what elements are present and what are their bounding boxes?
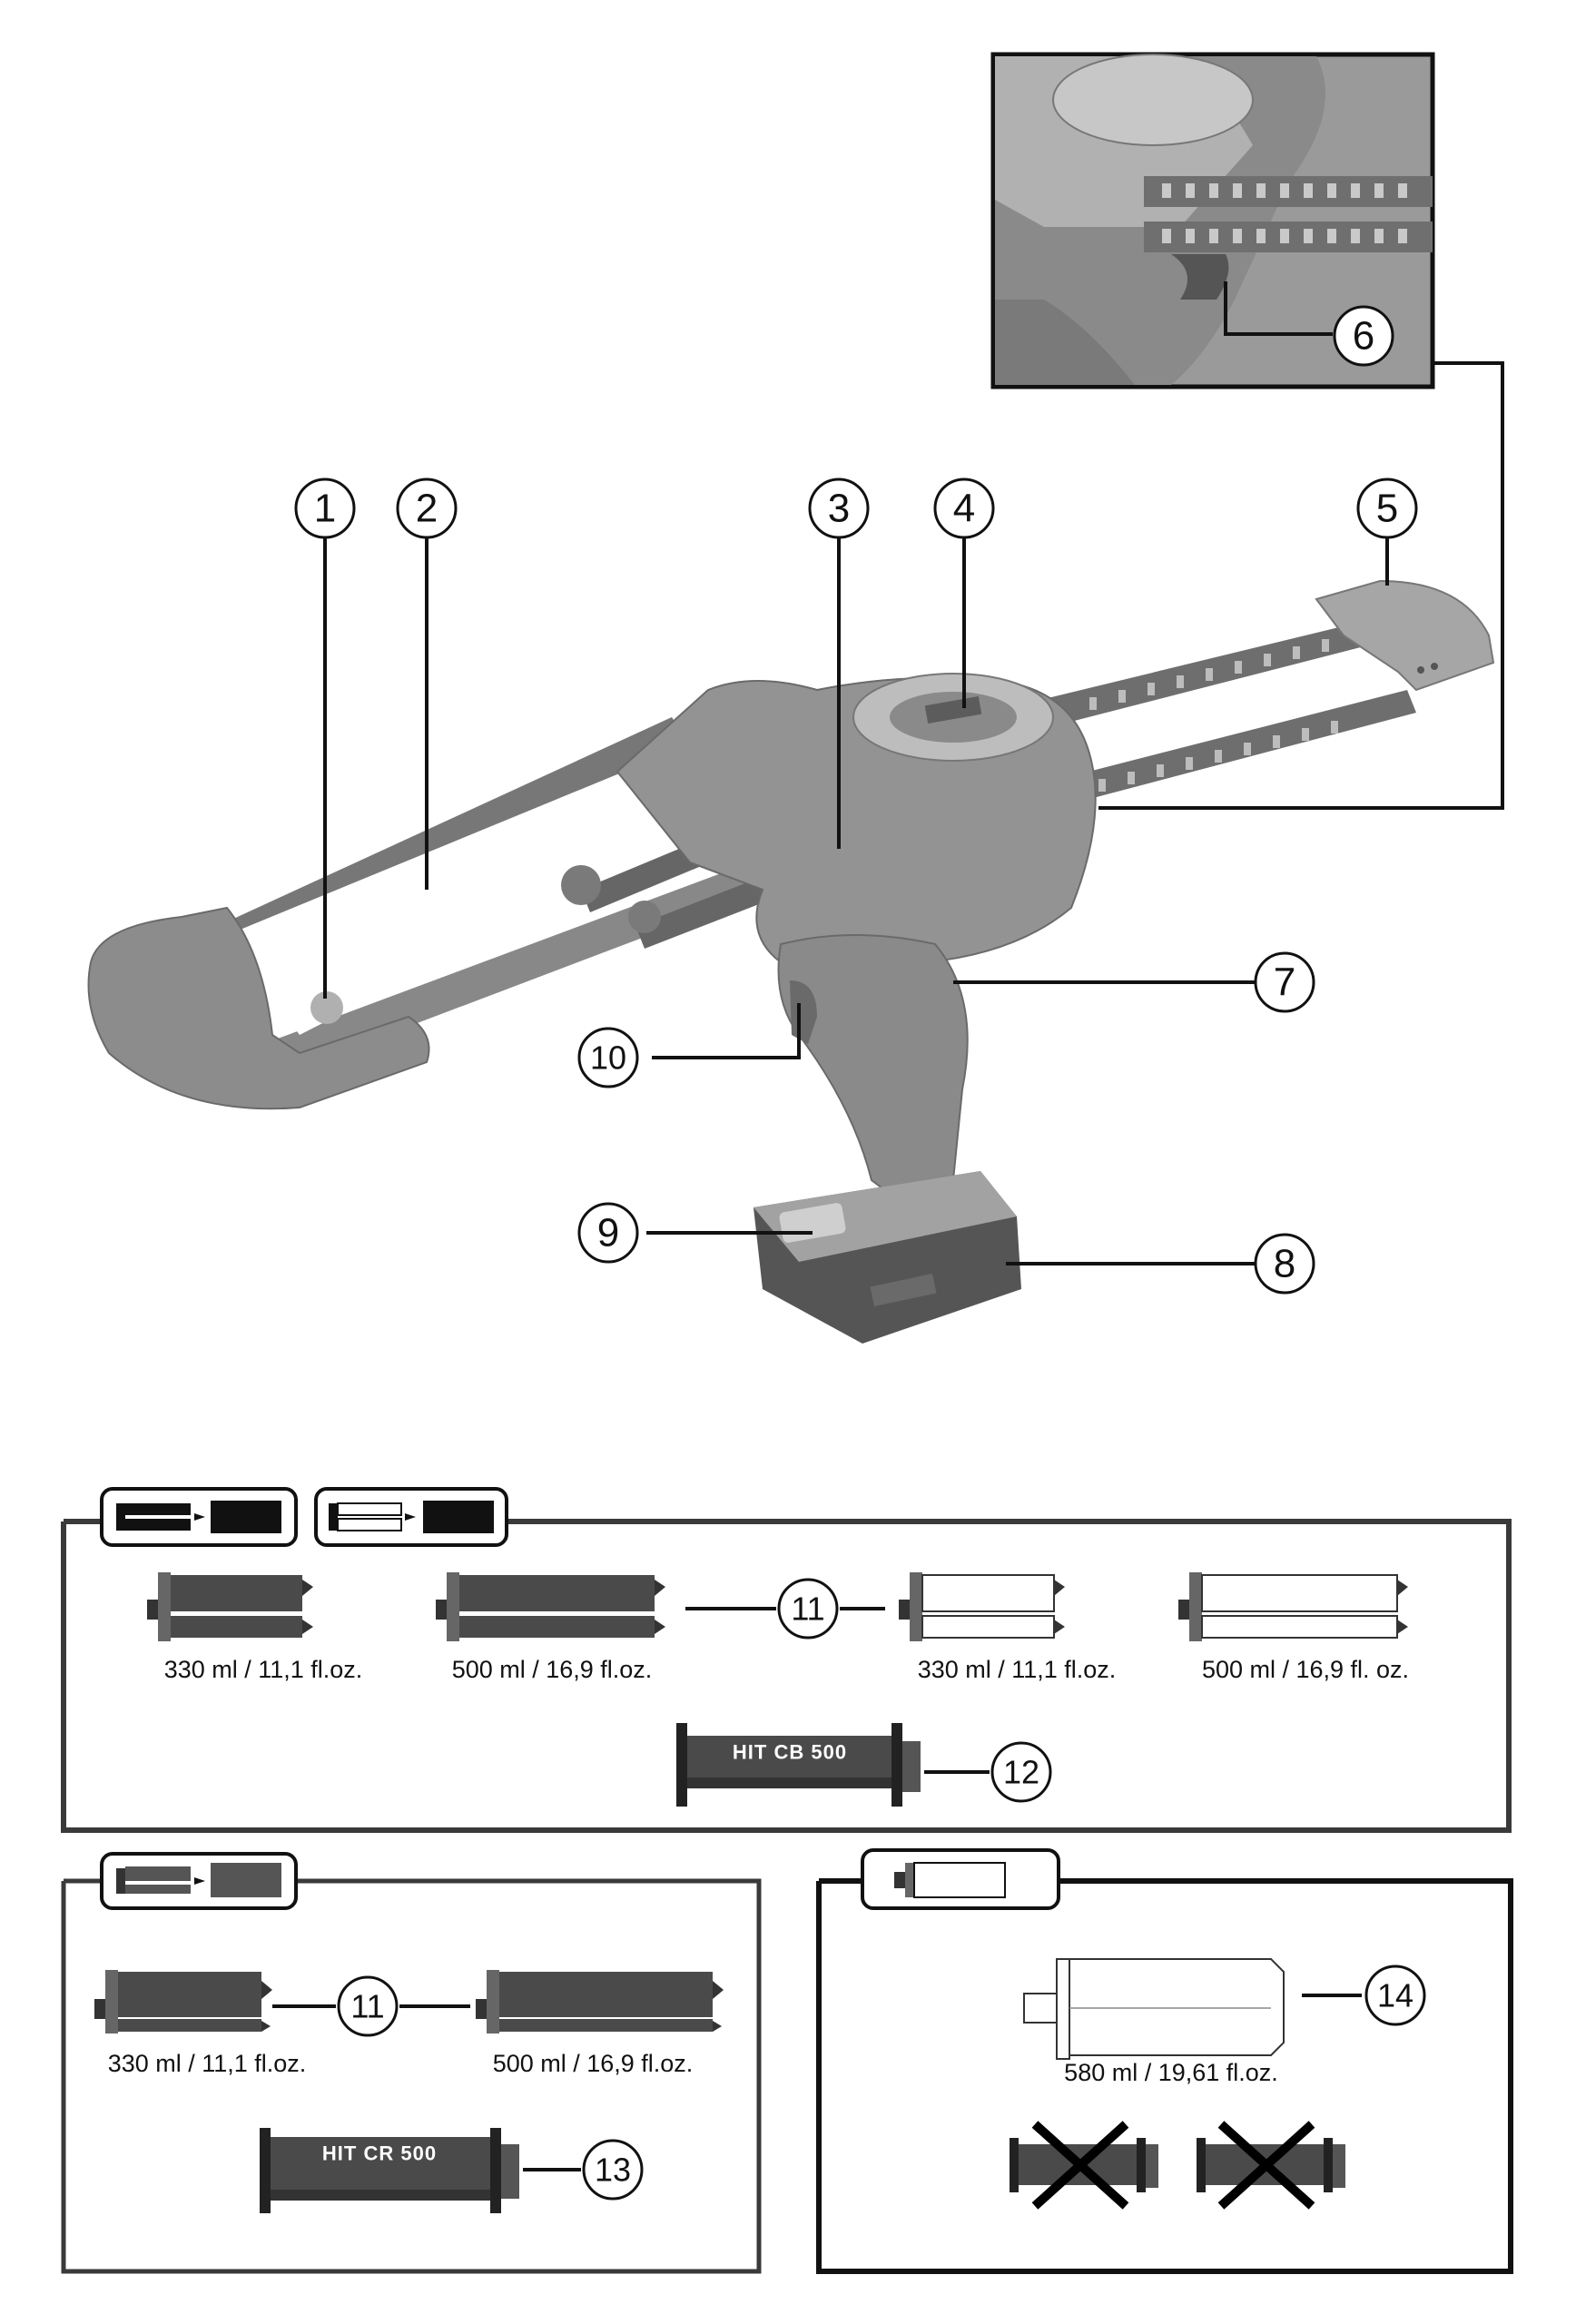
- callout-4: 4: [933, 478, 995, 539]
- svg-text:1: 1: [314, 487, 336, 531]
- callout-9: 9: [577, 1202, 639, 1264]
- svg-text:14: 14: [1377, 1977, 1413, 2014]
- cartridge-light-330: [899, 1572, 1065, 1641]
- callout-11-bottom: 11: [337, 1975, 399, 2037]
- callout-1: 1: [294, 478, 356, 539]
- callout-10: 10: [577, 1027, 639, 1088]
- svg-text:4: 4: [953, 487, 975, 531]
- svg-text:2: 2: [416, 487, 438, 531]
- cartridge-cr-500: [476, 1970, 724, 2034]
- cartridge-light-500: [1178, 1572, 1408, 1641]
- svg-text:13: 13: [595, 2152, 631, 2189]
- svg-text:10: 10: [590, 1039, 626, 1077]
- callout-6: 6: [1333, 305, 1394, 367]
- svg-text:7: 7: [1274, 960, 1295, 1005]
- cartridge-cr-330: [94, 1970, 272, 2034]
- callout-13: 13: [582, 2139, 644, 2201]
- callout-5: 5: [1356, 478, 1418, 539]
- section-bottom-left-frame: [61, 1852, 762, 2274]
- caption-cr-330: 330 ml / 11,1 fl.oz.: [108, 2050, 307, 2077]
- holder-cb-500: HIT CB 500: [676, 1723, 921, 1807]
- cartridge-dark-330: [147, 1572, 313, 1641]
- svg-text:12: 12: [1003, 1754, 1039, 1791]
- callout-12: 12: [990, 1741, 1052, 1803]
- caption-580: 580 ml / 19,61 fl.oz.: [1064, 2059, 1278, 2086]
- svg-text:8: 8: [1274, 1242, 1295, 1286]
- svg-text:3: 3: [828, 487, 850, 531]
- cartridge-580: [1023, 1958, 1285, 2060]
- detail-inset: [990, 52, 1435, 389]
- section-top-frame: [61, 1487, 1512, 1833]
- svg-text:6: 6: [1353, 314, 1374, 359]
- dispenser-tool: [87, 579, 1495, 1344]
- svg-text:9: 9: [597, 1211, 619, 1256]
- svg-text:11: 11: [791, 1590, 824, 1628]
- callout-14: 14: [1364, 1965, 1426, 2026]
- caption-light-500: 500 ml / 16,9 fl. oz.: [1202, 1656, 1409, 1683]
- holder-cb-500-label: HIT CB 500: [733, 1741, 847, 1764]
- holder-not-allowed-2: [1197, 2121, 1345, 2210]
- svg-text:11: 11: [350, 1988, 384, 2025]
- section-bottom-right-frame: [816, 1848, 1513, 2274]
- callout-11-top: 11: [777, 1578, 839, 1640]
- holder-cr-500: HIT CR 500: [260, 2128, 519, 2213]
- caption-light-330: 330 ml / 11,1 fl.oz.: [918, 1656, 1117, 1683]
- callout-7: 7: [1254, 951, 1315, 1013]
- callout-3: 3: [808, 478, 870, 539]
- holder-cr-500-label: HIT CR 500: [322, 2142, 437, 2165]
- inset-connector-line: [1098, 361, 1504, 810]
- caption-dark-500: 500 ml / 16,9 fl.oz.: [452, 1656, 653, 1683]
- callout-2: 2: [396, 478, 458, 539]
- svg-text:5: 5: [1376, 487, 1398, 531]
- caption-dark-330: 330 ml / 11,1 fl.oz.: [164, 1656, 363, 1683]
- holder-not-allowed-1: [1010, 2121, 1158, 2210]
- cartridge-dark-500: [436, 1572, 665, 1641]
- callout-8: 8: [1254, 1233, 1315, 1295]
- leader-lines: [323, 537, 1389, 1265]
- caption-cr-500: 500 ml / 16,9 fl.oz.: [493, 2050, 694, 2077]
